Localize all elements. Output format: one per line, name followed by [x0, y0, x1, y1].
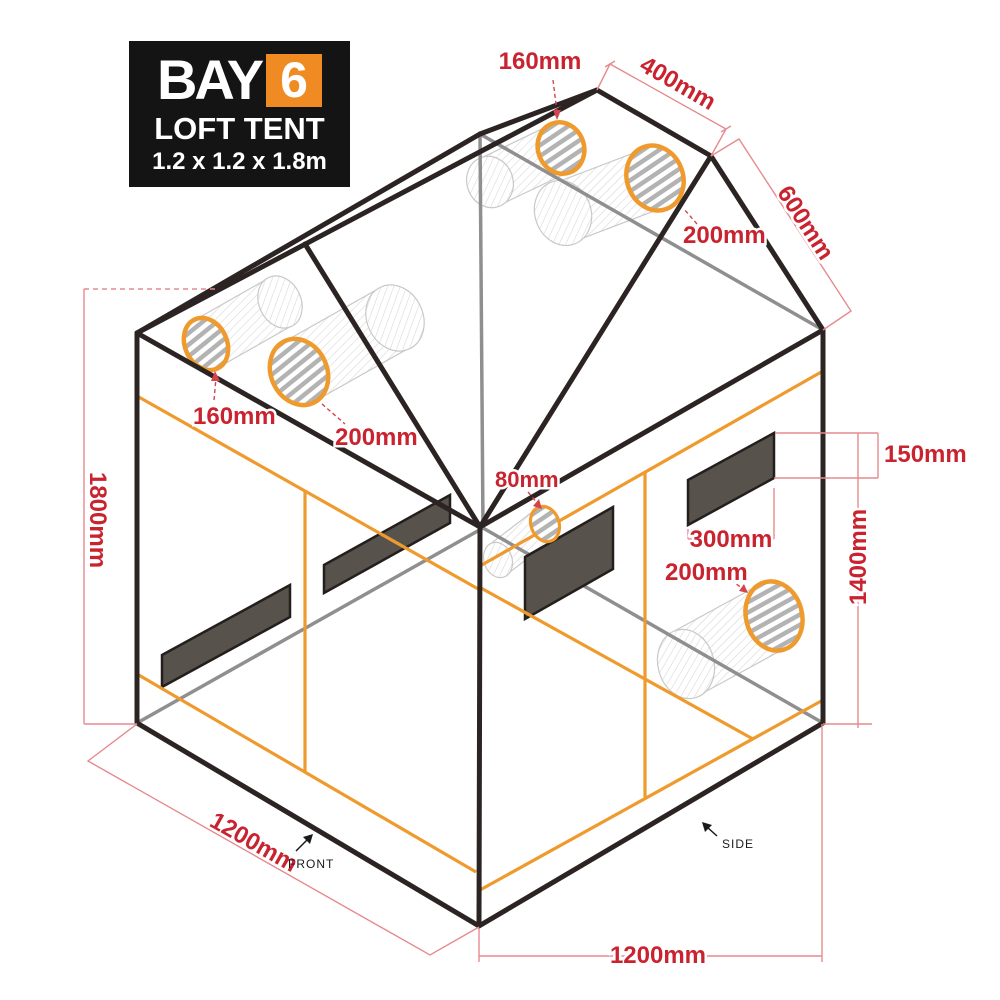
- front-vent-lower: [160, 582, 292, 690]
- logo-model-number: 6: [266, 53, 323, 107]
- side-arrow: [702, 822, 712, 832]
- face-labels: FRONT SIDE: [288, 822, 754, 871]
- logo-brand-text: BAY: [156, 48, 264, 112]
- label-roof-port-top: 160mm: [499, 48, 582, 75]
- label-side-depth-1200: 1200mm: [610, 942, 706, 969]
- label-slope-600: 600mm: [771, 181, 839, 265]
- dimension-lines: [83, 60, 879, 962]
- port-leader-lines: [211, 79, 748, 593]
- label-side-port-200: 200mm: [665, 559, 748, 586]
- brand-logo: BAY 6 LOFT TENT 1.2 x 1.2 x 1.8m: [129, 41, 350, 187]
- side-port-200: [743, 579, 805, 653]
- roof-port-160-top: [535, 120, 587, 176]
- logo-product-name: LOFT TENT: [154, 111, 325, 147]
- roof-port-160-left: [181, 315, 231, 373]
- duct-port-rings: [181, 120, 805, 653]
- roof-port-200-mid: [267, 336, 331, 408]
- tent-frame: [134, 87, 826, 929]
- label-roof-port-mid: 200mm: [335, 424, 418, 451]
- intake-vents: [160, 430, 776, 690]
- side-vent-right: [686, 430, 776, 528]
- label-front: FRONT: [288, 857, 334, 871]
- label-vent-width-300: 300mm: [690, 526, 773, 553]
- side-vent-small: [523, 504, 615, 622]
- logo-size-text: 1.2 x 1.2 x 1.8m: [152, 148, 327, 176]
- front-arrow: [303, 834, 313, 844]
- label-roof-port-right: 200mm: [683, 222, 766, 249]
- front-vent-mid: [322, 492, 452, 596]
- label-wall-height-1400: 1400mm: [845, 509, 872, 605]
- label-roof-port-left: 160mm: [193, 403, 276, 430]
- label-side: SIDE: [722, 837, 754, 851]
- label-total-height-1800: 1800mm: [84, 472, 111, 568]
- roof-port-200-right: [624, 143, 686, 213]
- label-cable-port-80: 80mm: [495, 467, 559, 492]
- label-ridge-400: 400mm: [635, 51, 720, 116]
- label-vent-height-150: 150mm: [884, 441, 967, 468]
